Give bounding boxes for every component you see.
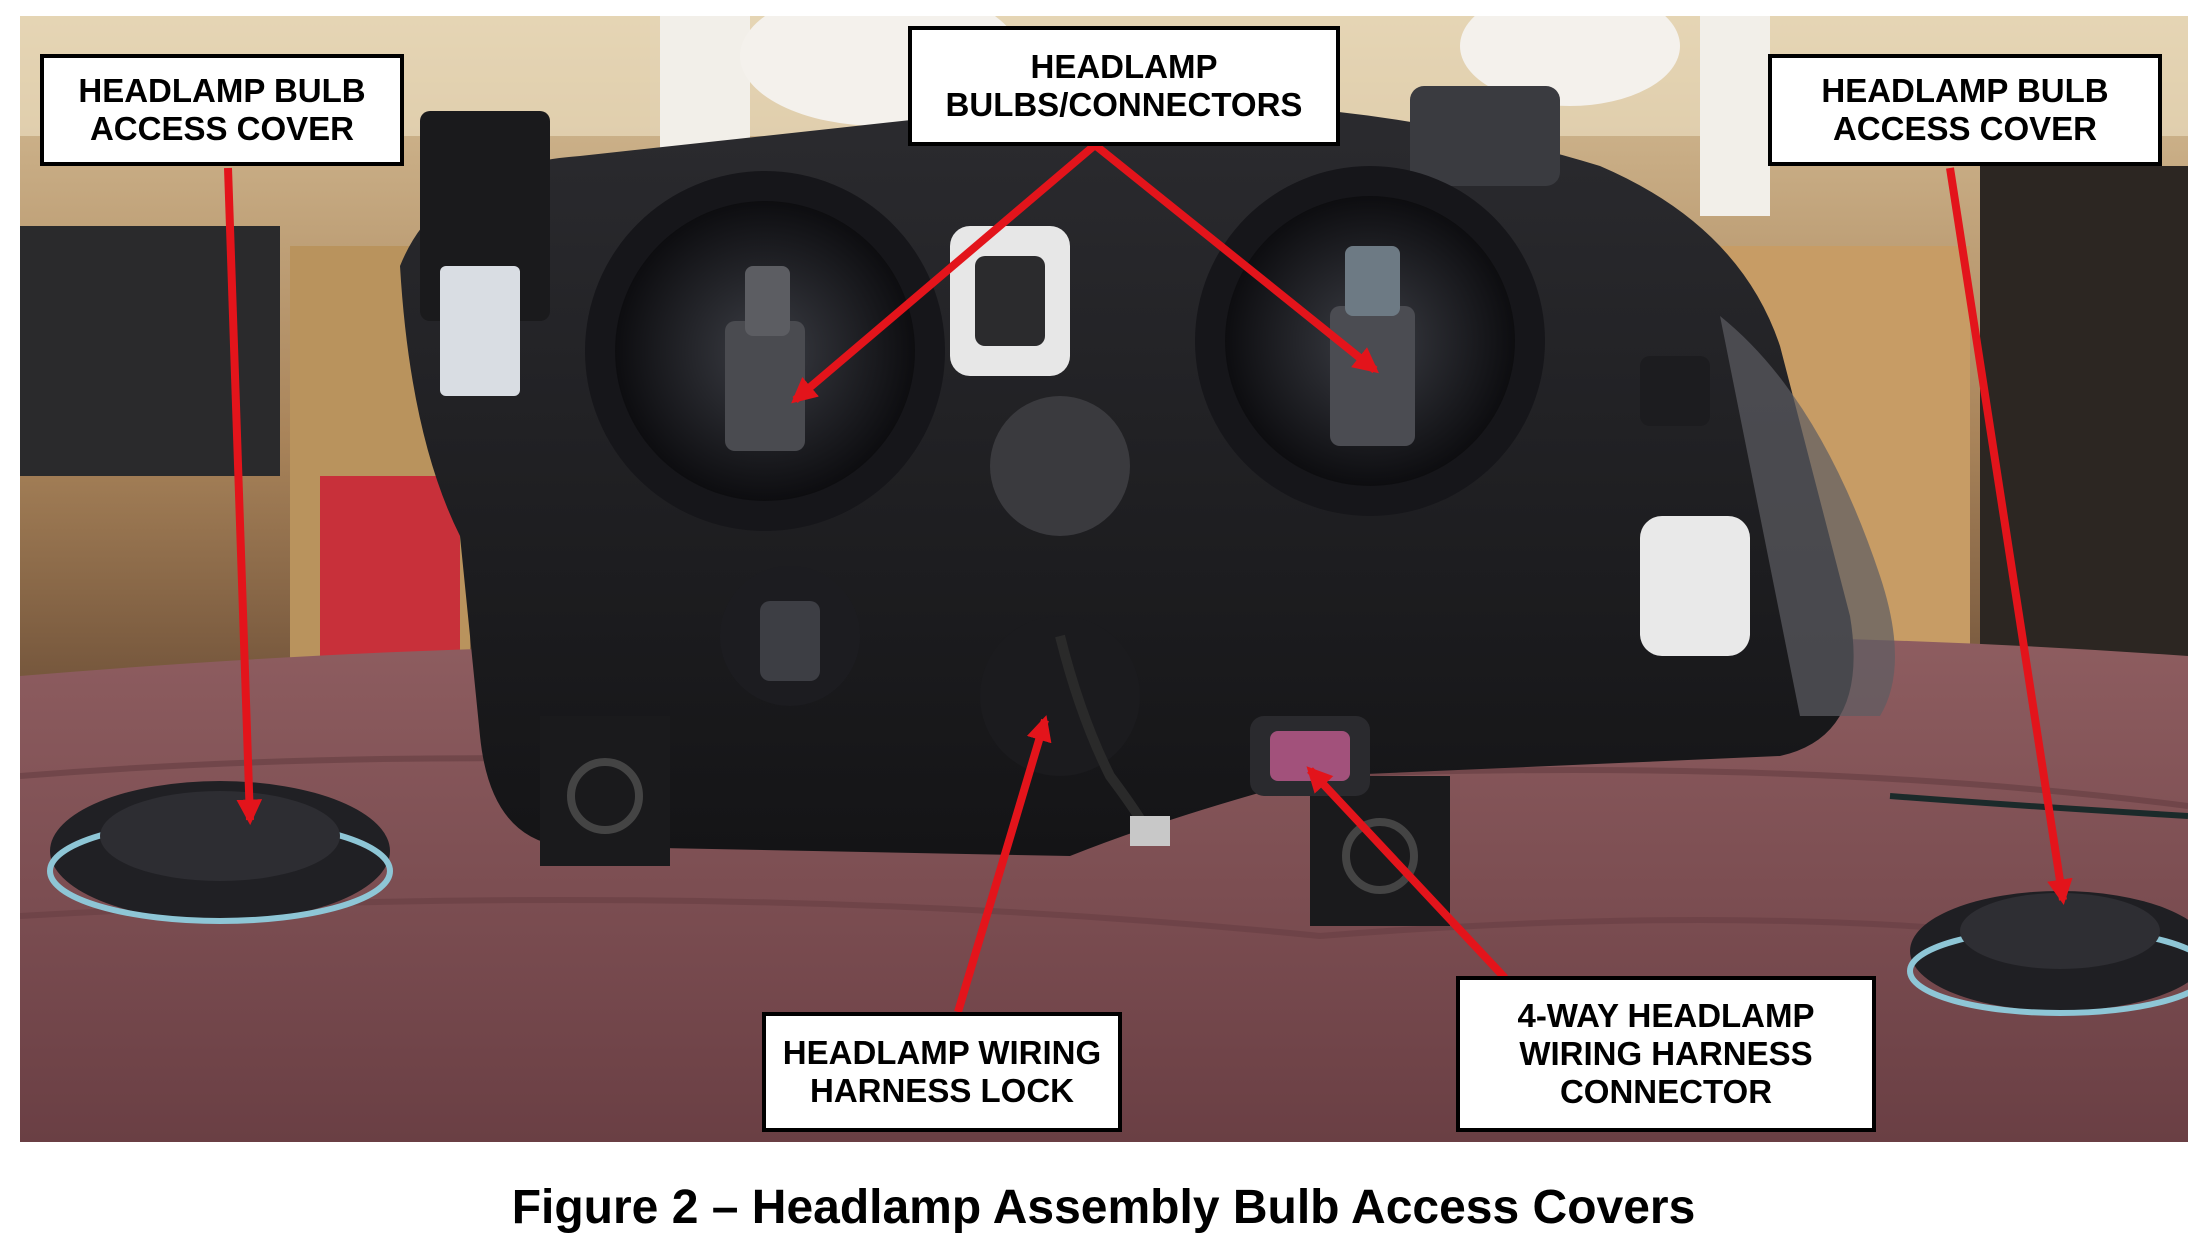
headlamp-lens-edge <box>1720 316 1895 716</box>
callout-right-access-cover-line1: HEADLAMP BULB <box>1821 72 2109 109</box>
mount-foot-right <box>1310 776 1450 926</box>
right-bulb-connector <box>1330 306 1415 446</box>
callout-harness-lock-line2: HARNESS LOCK <box>809 1072 1075 1109</box>
callout-bulbs-connectors: HEADLAMP BULBS/CONNECTORS <box>908 26 1340 146</box>
headlamp-photo <box>20 16 2188 1142</box>
mount-tab-top <box>1410 86 1560 186</box>
pipe-right <box>1700 16 1770 216</box>
headlamp-photo-illustration <box>20 16 2188 1142</box>
mount-foot-left <box>540 716 670 866</box>
left-bulb-connector <box>725 321 805 451</box>
callout-left-access-cover-line1: HEADLAMP BULB <box>78 72 366 109</box>
callout-right-access-cover: HEADLAMP BULB ACCESS COVER <box>1768 54 2162 166</box>
callout-4way-connector-line1: 4-WAY HEADLAMP <box>1517 997 1815 1034</box>
red-tag <box>320 476 460 676</box>
callout-bulbs-connectors-line2: BULBS/CONNECTORS <box>945 86 1303 123</box>
callout-left-access-cover: HEADLAMP BULB ACCESS COVER <box>40 54 404 166</box>
callout-left-access-cover-line2: ACCESS COVER <box>89 110 355 147</box>
figure-caption: Figure 2 – Headlamp Assembly Bulb Access… <box>511 1181 1696 1234</box>
callout-right-access-cover-line2: ACCESS COVER <box>1832 110 2098 147</box>
cabinet-right <box>1980 166 2188 726</box>
callout-harness-lock: HEADLAMP WIRING HARNESS LOCK <box>762 1012 1122 1132</box>
callout-bulbs-connectors-line1: HEADLAMP <box>1030 48 1218 85</box>
callout-4way-connector: 4-WAY HEADLAMP WIRING HARNESS CONNECTOR <box>1456 976 1876 1132</box>
right-white-plug <box>1640 516 1750 656</box>
bench-left <box>20 226 280 476</box>
callout-4way-connector-line3: CONNECTOR <box>1559 1073 1773 1110</box>
callout-4way-connector-line2: WIRING HARNESS <box>1519 1035 1813 1072</box>
callout-harness-lock-line1: HEADLAMP WIRING <box>782 1034 1102 1071</box>
